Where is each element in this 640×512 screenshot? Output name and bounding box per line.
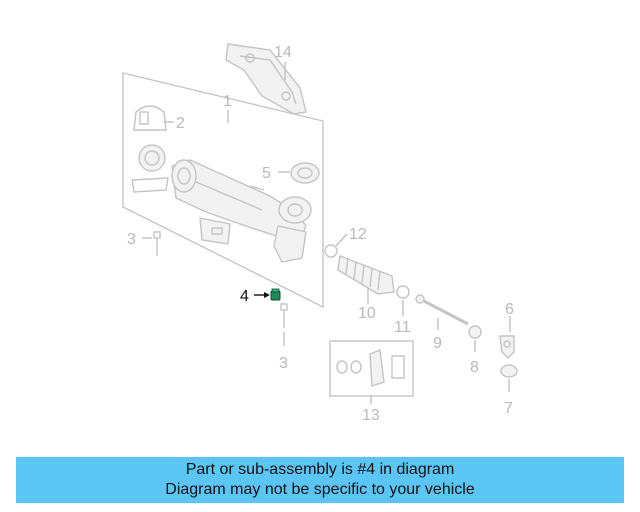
callout-7: 7 — [504, 400, 513, 417]
part-3-bolt-lower — [280, 303, 288, 328]
part-9-tie-rod — [415, 294, 469, 326]
banner-line-1: Part or sub-assembly is #4 in diagram — [185, 461, 455, 478]
callout-8: 8 — [470, 359, 479, 376]
callout-2: 2 — [176, 115, 185, 132]
part-4-nut — [270, 288, 281, 301]
callout-9: 9 — [433, 335, 442, 352]
part-6-tie-rod-end — [499, 335, 515, 359]
part-5-bushing — [290, 162, 320, 184]
part-2-clamp — [131, 105, 169, 193]
callout-1: 1 — [223, 93, 232, 110]
leader-12 — [335, 233, 348, 247]
callout-3-upper: 3 — [127, 231, 136, 248]
callout-12: 12 — [349, 226, 367, 243]
parts-diagram: 14 1 2 5 12 — [122, 43, 518, 424]
part-11-ring — [396, 285, 410, 299]
callout-14: 14 — [274, 44, 292, 61]
part-8-nut — [468, 325, 482, 339]
callout-5: 5 — [262, 165, 271, 182]
part-1-rack-frame — [122, 72, 324, 309]
callout-13: 13 — [362, 407, 380, 424]
leader-4-arrowhead — [264, 292, 270, 298]
rack-body — [171, 159, 312, 263]
callout-6: 6 — [505, 301, 514, 318]
callout-11: 11 — [394, 319, 411, 336]
info-banner: Part or sub-assembly is #4 in diagram Di… — [16, 457, 624, 503]
banner-line-2: Diagram may not be specific to your vehi… — [165, 481, 475, 498]
part-13-kit — [329, 340, 414, 397]
part-10-boot — [337, 255, 395, 295]
callout-3-lower: 3 — [279, 355, 288, 372]
callout-10: 10 — [358, 305, 376, 322]
part-14-bracket — [225, 43, 307, 115]
part-7-cap — [500, 364, 518, 378]
part-3-bolt-upper — [153, 231, 161, 256]
callout-4: 4 — [240, 288, 249, 305]
part-12-clip — [324, 244, 338, 258]
